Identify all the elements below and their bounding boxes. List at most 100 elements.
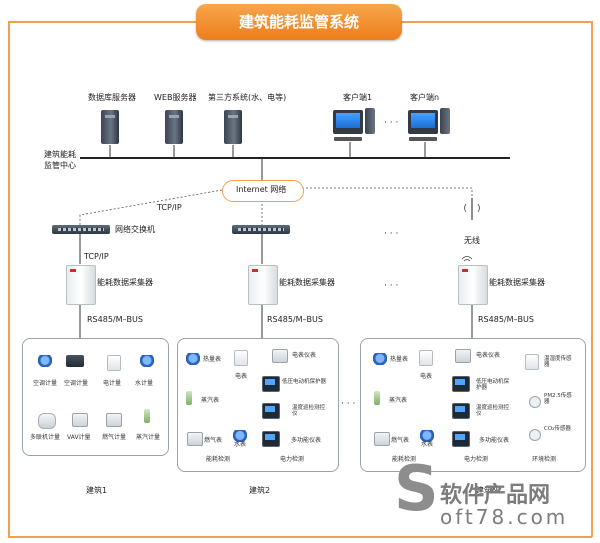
bn-group-env: 环境检测 [532, 456, 557, 463]
bn-humidity-sensor-icon [525, 354, 539, 370]
b1-meter-ac-2: 空调计量 [64, 380, 89, 387]
collector-wifi-arc-outer [461, 256, 473, 260]
building-n-box [360, 338, 586, 472]
collectors-ellipsis: · · · [384, 281, 399, 291]
b2-heat-meter-icon [186, 353, 200, 365]
bn-steam-meter-icon [374, 391, 380, 405]
client-label-n: 客户端n [410, 93, 440, 102]
building-2-box [177, 338, 339, 472]
b1-meter-vav: VAV计量 [67, 434, 91, 441]
ac-meter-1-icon [38, 355, 52, 367]
bus-label-1: RS485/M–BUS [87, 315, 143, 324]
frame-top-right [402, 21, 592, 23]
bn-meter-heat: 热量表 [390, 356, 409, 363]
client-1-keyboard-icon [334, 137, 362, 141]
tcpip-label-bottom: TCP/IP [84, 252, 109, 261]
switch-2-icon [232, 225, 290, 234]
wireless-label: 无线 [464, 236, 480, 245]
b2-group-energy: 能耗检测 [206, 456, 231, 463]
bn-group-power: 电力检测 [464, 456, 489, 463]
bn-group-energy: 能耗检测 [392, 456, 417, 463]
server-label-third: 第三方系统(水、电等) [208, 93, 287, 102]
b2-multifunction-icon [262, 431, 280, 447]
collector-1-label: 能耗数据采集器 [97, 278, 153, 287]
wireless-wave-left [464, 203, 467, 213]
bus-label-2: RS485/M–BUS [267, 315, 323, 324]
client-1-tower-icon [365, 108, 375, 134]
bn-pm25-sensor-icon [529, 396, 541, 408]
client-n-tower-icon [440, 108, 450, 134]
bn-sensor-pm25: PM2.5传感器 [544, 393, 572, 406]
b2-steam-meter-icon [186, 391, 192, 405]
b2-power-meter-icon [272, 349, 288, 363]
b2-electric-meter-icon [234, 350, 248, 366]
b1-meter-water: 水计量 [135, 380, 154, 387]
server-label-web: WEB服务器 [154, 93, 197, 102]
b2-water-meter-icon [233, 430, 247, 442]
client-1-monitor-icon [333, 110, 363, 134]
bn-meter-power: 电表仪表 [476, 352, 501, 359]
bn-meter-gas: 燃气表 [391, 437, 410, 444]
b1-meter-gas: 燃气计量 [102, 434, 127, 441]
bus-label-n: RS485/M–BUS [478, 315, 534, 324]
b2-meter-multi: 多功能仪表 [291, 437, 322, 444]
collector-1-icon [66, 265, 96, 305]
bn-motor-protector-icon [452, 376, 470, 392]
web-server-icon [165, 110, 183, 144]
b2-meter-heat: 热量表 [203, 356, 222, 363]
b1-meter-vrf: 多联机计量 [30, 434, 61, 441]
page-title: 建筑能耗监管系统 [196, 4, 402, 40]
b2-meter-steam: 蒸汽表 [201, 397, 220, 404]
collector-n-icon [458, 265, 488, 305]
bn-meter-motor: 低压电动机保护器 [476, 379, 510, 392]
vav-meter-icon [72, 413, 88, 427]
frame-top-left [8, 21, 196, 23]
collector-wifi-arc-inner [463, 259, 471, 262]
b1-meter-steam: 蒸汽计量 [136, 434, 161, 441]
b1-meter-ac-1: 空调计量 [33, 380, 58, 387]
bn-meter-multi: 多功能仪表 [479, 437, 510, 444]
bn-water-meter-icon [420, 430, 434, 442]
building-1-name: 建筑1 [86, 486, 108, 495]
frame-right [591, 21, 593, 537]
b2-group-power: 电力检测 [280, 456, 305, 463]
server-label-db: 数据库服务器 [88, 93, 136, 102]
building-2-name: 建筑2 [249, 486, 271, 495]
internet-label: Internet 网络 [236, 185, 287, 194]
watermark-url: oft78.com [440, 505, 569, 529]
database-server-icon [101, 110, 119, 144]
client-label-1: 客户端1 [343, 93, 373, 102]
frame-left [8, 21, 10, 537]
internet-to-switch1 [79, 189, 223, 225]
bn-electric-meter-icon [419, 350, 433, 366]
internet-cloud [222, 180, 304, 202]
bn-sensor-co2: CO₂传感器 [544, 426, 571, 432]
center-label-line2: 监管中心 [44, 161, 76, 170]
tcpip-label-top: TCP/IP [157, 203, 182, 212]
switch-label: 网络交换机 [115, 225, 155, 234]
b2-meter-water: 水表 [234, 441, 247, 448]
electric-meter-icon [107, 355, 121, 371]
b2-gas-meter-icon [187, 432, 203, 446]
bn-power-meter-icon [455, 349, 471, 363]
bn-sensor-humidity: 温湿度传感器 [544, 356, 572, 369]
clients-ellipsis: · · · [384, 118, 399, 128]
b1-meter-electric: 电计量 [103, 380, 122, 387]
ac-meter-2-icon [66, 355, 84, 367]
internet-to-wireless [302, 187, 473, 198]
b2-meter-gas: 燃气表 [204, 437, 223, 444]
collector-2-icon [248, 265, 278, 305]
b2-meter-motor: 低压电动机保护器 [282, 379, 327, 385]
vrf-meter-icon [38, 413, 56, 429]
wireless-wave-right [477, 203, 480, 213]
bn-meter-electric: 电表 [420, 373, 433, 380]
switches-ellipsis: · · · [384, 229, 399, 239]
b2-motor-protector-icon [262, 376, 280, 392]
bn-meter-temp: 温度巡检测控仪 [476, 405, 510, 418]
third-party-server-icon [224, 110, 242, 144]
bn-multifunction-icon [452, 431, 470, 447]
steam-meter-icon [144, 409, 150, 423]
gas-meter-icon [106, 413, 122, 427]
